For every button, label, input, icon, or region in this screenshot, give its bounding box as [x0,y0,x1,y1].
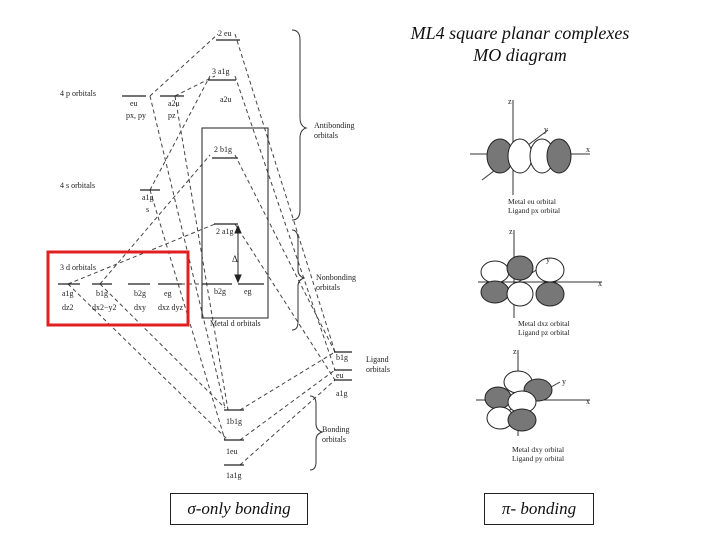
panel1-caption-1: Metal eu orbital [508,197,556,206]
label-4p: 4 p orbitals [60,89,96,98]
mo-2a1g: 2 a1g [216,227,234,236]
ligand-label-2: orbitals [366,365,390,374]
panel3-axis-x: x [586,397,590,406]
panel1-axis-y: y [544,125,548,134]
title-line-2: MO diagram [473,45,567,65]
delta-label: Δ [232,254,238,264]
mo-1eu: 1eu [226,447,238,456]
s-s: s [146,205,149,214]
correlation-lines [67,33,336,466]
p-a2u: a2u [168,99,180,108]
panel1-axis-x: x [586,145,590,154]
bonding-bracket [309,395,324,471]
d-dxy: dxy [134,303,146,312]
mo-1a1g: 1a1g [226,471,242,480]
ligand-label-1: Ligand [366,355,389,364]
mo-2b1g: 2 b1g [214,145,232,154]
p-pxpy: px, py [126,111,146,120]
metal-d-box [201,127,269,319]
lig-a1g: a1g [336,389,348,398]
panel3-axis-y: y [562,377,566,386]
d-b1g: b1g [96,289,108,298]
slide-title: ML4 square planar complexes MO diagram [390,22,650,66]
panel2-axis-x: x [598,279,602,288]
label-3d: 3 d orbitals [60,263,96,272]
panel2-caption-2: Ligand pz orbital [518,328,570,337]
metal-d-box-label: Metal d orbitals [210,319,261,328]
panel3-caption-2: Ligand py orbital [512,454,564,463]
delta-arrow [234,224,242,284]
mo-level-labels: 2 eu 3 a1g a2u 2 b1g 2 a1g b2g eg 1b1g 1… [212,29,252,480]
panel3-axis-z: z [513,347,517,356]
mo-a2u: a2u [220,95,232,104]
mo-eg: eg [244,287,252,296]
bonding-label-1: Bonding [322,425,350,434]
orbital-panel-3: z y x Metal dxy orbital Ligand py orbita… [476,347,590,463]
sigma-highlight-box [46,250,190,327]
label-4s: 4 s orbitals [60,181,95,190]
brackets [291,29,324,471]
bonding-label-2: orbitals [322,435,346,444]
d-eg: eg [164,289,172,298]
mo-1b1g: 1b1g [226,417,242,426]
left-labels: 4 p orbitals 4 s orbitals 3 d orbitals e… [60,89,184,312]
antibonding-label-2: orbitals [314,131,338,140]
bracket-labels: Antibonding orbitals Nonbonding orbitals… [314,121,390,444]
s-a1g: a1g [142,193,154,202]
mo-b2g: b2g [214,287,226,296]
orbital-panel-1: z y x Metal eu orbital Ligand px orbital [470,97,590,215]
p-pz: pz [168,111,176,120]
panel1-axis-z: z [508,97,512,106]
ligand-labels: b1g eu a1g [336,353,348,398]
sigma-bonding-caption: σ-only bonding [170,493,308,525]
orbital-panel-2: z y x Metal dxz orbital Ligand pz orbita… [478,227,602,337]
panel2-caption-1: Metal dxz orbital [518,319,570,328]
mo-3a1g: 3 a1g [212,67,230,76]
d-dx2y2: dx2−y2 [92,303,117,312]
lig-b1g: b1g [336,353,348,362]
mo-2eu: 2 eu [218,29,232,38]
nonbonding-bracket [291,229,306,331]
nonbonding-label-1: Nonbonding [316,273,356,282]
panel2-axis-z: z [509,227,513,236]
d-dz2: dz2 [62,303,74,312]
lig-eu: eu [336,371,344,380]
mo-level-lines [58,39,352,466]
d-b2g: b2g [134,289,146,298]
d-dxzdyz: dxz dyz [158,303,184,312]
d-a1g: a1g [62,289,74,298]
panel1-caption-2: Ligand px orbital [508,206,560,215]
antibonding-bracket [291,29,308,221]
p-eu: eu [130,99,138,108]
antibonding-label-1: Antibonding [314,121,354,130]
panel3-caption-1: Metal dxy orbital [512,445,564,454]
title-line-1: ML4 square planar complexes [410,23,630,43]
nonbonding-label-2: orbitals [316,283,340,292]
pi-bonding-caption: π- bonding [484,493,594,525]
panel2-axis-y: y [546,255,550,264]
